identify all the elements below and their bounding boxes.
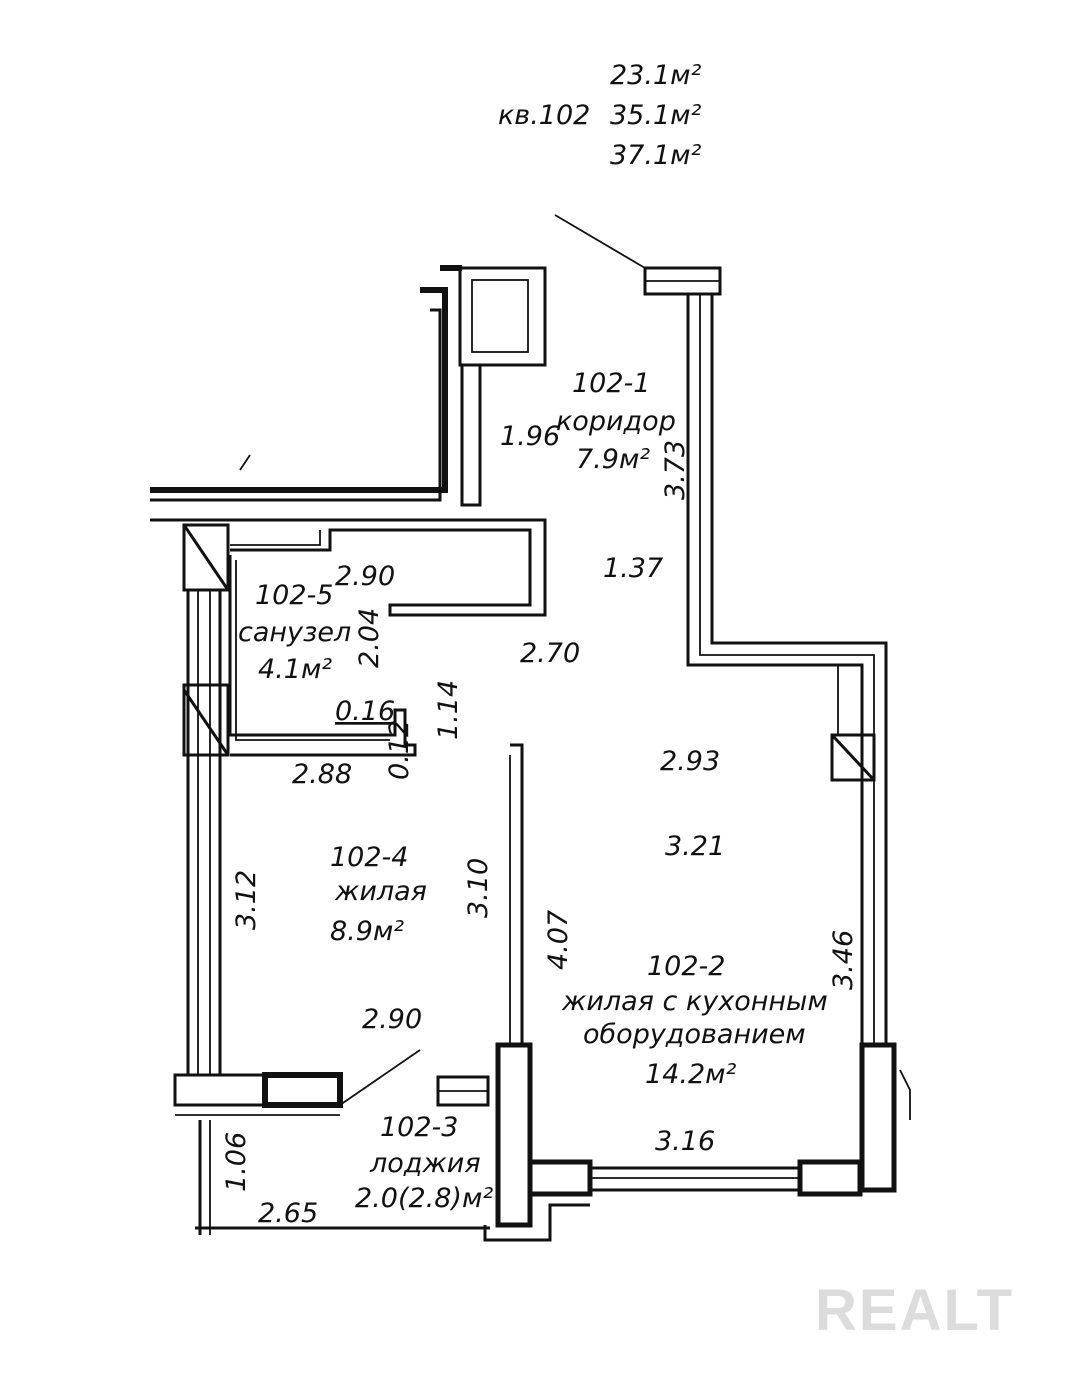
dim-bath-width: 2.90 — [335, 561, 395, 592]
area-total-2: 35.1м² — [610, 100, 701, 131]
dim-room2-right: 3.46 — [828, 930, 859, 990]
room-102-2-area: 14.2м² — [645, 1059, 736, 1090]
watermark-logo: REALT — [815, 1278, 1014, 1343]
dim-loggia-width: 2.65 — [258, 1198, 318, 1229]
room-102-3-area: 2.0(2.8)м² — [355, 1183, 493, 1214]
dim-bath-notch: 0.16 — [335, 696, 395, 727]
room-102-2-id: 102-2 — [647, 951, 725, 982]
dim-bath-height: 2.04 — [354, 608, 385, 668]
dim-room4-right: 3.10 — [463, 858, 494, 918]
room-102-4-area: 8.9м² — [330, 916, 404, 947]
room-102-3-name: лоджия — [369, 1148, 481, 1179]
area-total-1: 23.1м² — [610, 60, 701, 91]
dim-room4-left: 3.12 — [231, 870, 262, 930]
room-102-4-id: 102-4 — [330, 842, 408, 873]
leader-line — [339, 1049, 421, 1106]
room-102-2-name-line1: жилая с кухонным — [561, 986, 828, 1017]
partition-wall — [510, 743, 524, 1047]
area-total-3: 37.1м² — [610, 140, 701, 171]
window-right — [830, 733, 876, 782]
corridor-right-wall — [686, 294, 888, 1045]
room-102-1-area: 7.9м² — [576, 444, 650, 475]
leader-line — [554, 214, 646, 269]
room-102-5-area: 4.1м² — [258, 654, 332, 685]
room-102-1-name: коридор — [556, 406, 676, 437]
dim-hall-1: 1.37 — [603, 553, 663, 584]
entrance-wall — [643, 266, 722, 296]
room-102-3-id: 102-3 — [380, 1112, 458, 1143]
dim-corridor-length: 3.73 — [660, 440, 691, 500]
dim-corridor-width: 1.96 — [500, 421, 560, 452]
room-102-4-name: жилая — [334, 876, 427, 907]
apartment-label: кв.102 — [498, 100, 590, 131]
bathroom-walls — [228, 555, 417, 757]
dim-bath-wall: 0.12 — [384, 720, 415, 780]
dim-room4-top: 2.88 — [292, 759, 352, 790]
dim-loggia-height: 1.06 — [221, 1132, 252, 1192]
room-102-2-name-line2: оборудованием — [583, 1019, 806, 1050]
dim-room2-top: 2.93 — [660, 746, 720, 777]
dim-room2-mid: 3.21 — [665, 831, 725, 862]
window-left-bottom — [182, 683, 230, 757]
dim-room2-bottom: 3.16 — [655, 1126, 715, 1157]
room-102-1-id: 102-1 — [572, 368, 650, 399]
wall-break — [899, 1069, 911, 1120]
dim-hall-2: 2.70 — [520, 638, 580, 669]
dim-room2-left: 4.07 — [543, 910, 574, 970]
left-outer-wall — [186, 590, 222, 1075]
dim-room4-bottom: 2.90 — [362, 1004, 422, 1035]
window-left-top — [182, 523, 230, 592]
room-102-5-name: санузел — [238, 617, 351, 648]
room-102-5-id: 102-5 — [255, 580, 333, 611]
loggia-walls — [173, 1072, 490, 1235]
dim-hall-3: 1.14 — [433, 680, 464, 740]
kitchen-window — [590, 1166, 800, 1192]
corridor-left-wall — [150, 265, 547, 617]
